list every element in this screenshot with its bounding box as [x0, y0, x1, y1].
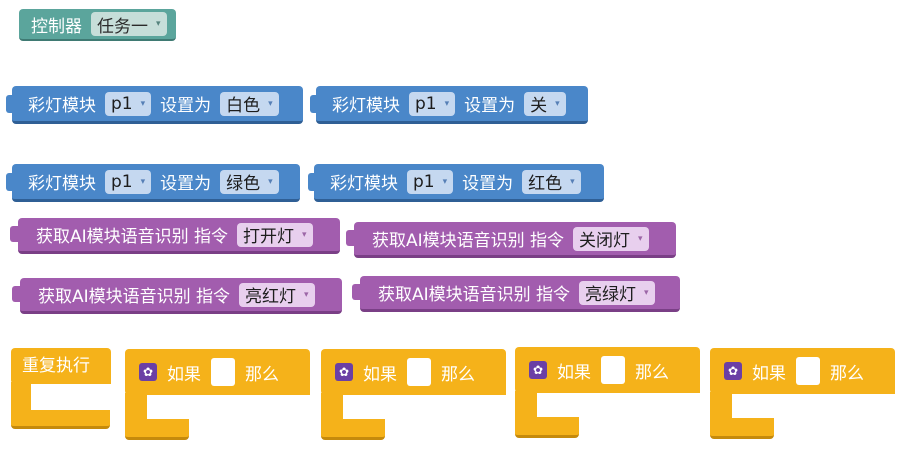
set-as-label: 设置为: [160, 96, 212, 116]
repeat-label: 重复执行: [22, 356, 90, 376]
if-footer: [515, 417, 579, 438]
controller-label: 控制器: [31, 16, 82, 37]
chevron-down-icon: ▾: [442, 176, 448, 187]
if-footer: [321, 419, 385, 440]
condition-slot[interactable]: [601, 356, 625, 384]
command-dropdown-value: 亮红灯: [245, 287, 297, 307]
if-then-block[interactable]: ✿ 如果 那么: [710, 348, 895, 439]
color-dropdown-value: 红色: [528, 174, 563, 194]
if-header: ✿ 如果 那么: [125, 349, 310, 395]
if-header: ✿ 如果 那么: [515, 347, 700, 393]
command-dropdown[interactable]: 亮红灯 ▾: [239, 282, 315, 307]
controller-block[interactable]: 控制器 任务一 ▾: [19, 9, 176, 41]
if-arm: [321, 393, 343, 421]
port-dropdown[interactable]: p1 ▾: [105, 169, 152, 194]
command-dropdown-value: 关闭灯: [579, 231, 631, 251]
condition-slot[interactable]: [211, 358, 235, 386]
repeat-footer: [11, 410, 110, 429]
gear-icon[interactable]: ✿: [139, 363, 157, 381]
if-footer: [710, 418, 774, 439]
if-then-block[interactable]: ✿ 如果 那么: [125, 349, 310, 440]
light-block[interactable]: 彩灯模块 p1 ▾ 设置为 红色 ▾: [308, 164, 604, 202]
if-then-block[interactable]: ✿ 如果 那么: [515, 347, 700, 438]
then-label: 那么: [245, 364, 279, 385]
chevron-down-icon: ▾: [140, 176, 146, 187]
repeat-header: 重复执行: [11, 348, 111, 384]
gear-icon[interactable]: ✿: [335, 363, 353, 381]
light-block-label: 彩灯模块: [28, 174, 96, 194]
chevron-down-icon: ▾: [140, 98, 146, 109]
port-dropdown-value: p1: [413, 171, 435, 192]
repeat-arm: [11, 382, 31, 412]
color-dropdown-value: 关: [530, 96, 548, 116]
light-block-label: 彩灯模块: [28, 96, 96, 116]
color-dropdown[interactable]: 绿色 ▾: [220, 169, 279, 194]
then-label: 那么: [635, 362, 669, 383]
condition-slot[interactable]: [796, 357, 820, 385]
light-block[interactable]: 彩灯模块 p1 ▾ 设置为 关 ▾: [310, 86, 588, 124]
if-label: 如果: [752, 363, 786, 384]
color-dropdown-value: 白色: [226, 96, 261, 116]
command-dropdown-value: 亮绿灯: [585, 285, 637, 305]
set-as-label: 设置为: [160, 174, 212, 194]
color-dropdown[interactable]: 关 ▾: [524, 91, 566, 116]
chevron-down-icon: ▾: [644, 287, 649, 298]
chevron-down-icon: ▾: [304, 289, 309, 300]
set-as-label: 设置为: [462, 174, 514, 194]
then-label: 那么: [830, 363, 864, 384]
ai-voice-block[interactable]: 获取AI模块语音识别 指令 亮红灯 ▾: [12, 278, 342, 314]
repeat-forever-block[interactable]: 重复执行: [11, 348, 111, 429]
chevron-down-icon: ▾: [302, 229, 307, 240]
gear-icon[interactable]: ✿: [529, 361, 547, 379]
if-label: 如果: [557, 362, 591, 383]
ai-voice-block[interactable]: 获取AI模块语音识别 指令 关闭灯 ▾: [346, 222, 676, 258]
task-dropdown[interactable]: 任务一 ▾: [91, 12, 167, 37]
chevron-down-icon: ▾: [268, 98, 273, 109]
chevron-down-icon: ▾: [156, 19, 161, 29]
if-header: ✿ 如果 那么: [321, 349, 506, 395]
ai-voice-label: 获取AI模块语音识别 指令: [378, 285, 571, 305]
port-dropdown-value: p1: [111, 93, 133, 114]
ai-voice-label: 获取AI模块语音识别 指令: [36, 227, 229, 247]
light-block[interactable]: 彩灯模块 p1 ▾ 设置为 绿色 ▾: [6, 164, 300, 202]
ai-voice-block[interactable]: 获取AI模块语音识别 指令 打开灯 ▾: [10, 218, 340, 254]
port-dropdown[interactable]: p1 ▾: [407, 169, 454, 194]
chevron-down-icon: ▾: [570, 176, 575, 187]
condition-slot[interactable]: [407, 358, 431, 386]
task-dropdown-value: 任务一: [97, 16, 148, 37]
chevron-down-icon: ▾: [555, 98, 560, 109]
ai-voice-label: 获取AI模块语音识别 指令: [372, 231, 565, 251]
port-dropdown-value: p1: [415, 93, 437, 114]
light-block[interactable]: 彩灯模块 p1 ▾ 设置为 白色 ▾: [6, 86, 303, 124]
color-dropdown-value: 绿色: [226, 174, 261, 194]
chevron-down-icon: ▾: [268, 176, 273, 187]
if-arm: [710, 392, 732, 420]
if-arm: [515, 391, 537, 419]
if-footer: [125, 419, 189, 440]
then-label: 那么: [441, 364, 475, 385]
if-label: 如果: [363, 364, 397, 385]
if-label: 如果: [167, 364, 201, 385]
if-header: ✿ 如果 那么: [710, 348, 895, 394]
chevron-down-icon: ▾: [638, 233, 643, 244]
ai-voice-label: 获取AI模块语音识别 指令: [38, 287, 231, 307]
command-dropdown-value: 打开灯: [243, 227, 295, 247]
light-block-label: 彩灯模块: [330, 174, 398, 194]
if-then-block[interactable]: ✿ 如果 那么: [321, 349, 506, 440]
light-block-label: 彩灯模块: [332, 96, 400, 116]
command-dropdown[interactable]: 打开灯 ▾: [237, 222, 313, 247]
if-arm: [125, 393, 147, 421]
color-dropdown[interactable]: 红色 ▾: [522, 169, 581, 194]
command-dropdown[interactable]: 亮绿灯 ▾: [579, 280, 655, 305]
chevron-down-icon: ▾: [444, 98, 450, 109]
set-as-label: 设置为: [464, 96, 516, 116]
port-dropdown[interactable]: p1 ▾: [409, 91, 456, 116]
color-dropdown[interactable]: 白色 ▾: [220, 91, 279, 116]
ai-voice-block[interactable]: 获取AI模块语音识别 指令 亮绿灯 ▾: [352, 276, 680, 312]
gear-icon[interactable]: ✿: [724, 362, 742, 380]
port-dropdown[interactable]: p1 ▾: [105, 91, 152, 116]
port-dropdown-value: p1: [111, 171, 133, 192]
command-dropdown[interactable]: 关闭灯 ▾: [573, 226, 649, 251]
